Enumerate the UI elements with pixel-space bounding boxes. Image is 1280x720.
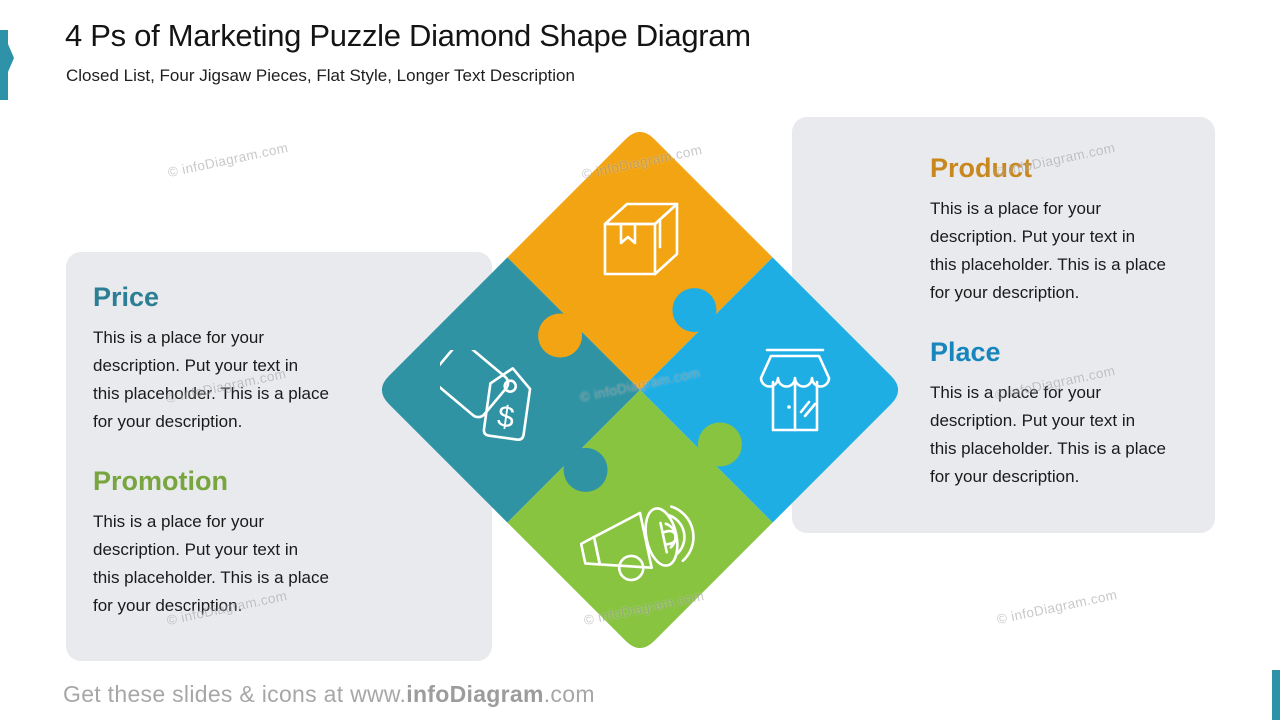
place-description: This is a place for your description. Pu… (930, 383, 1166, 487)
right-panel-content: Product This is a place for your descrip… (792, 117, 1215, 521)
accent-flag (0, 30, 14, 100)
puzzle-piece-place (640, 257, 899, 523)
product-description: This is a place for your description. Pu… (930, 199, 1166, 303)
promotion-heading: Promotion (93, 466, 228, 497)
right-description-panel: Product This is a place for your descrip… (792, 117, 1215, 533)
place-heading: Place (930, 337, 1001, 368)
puzzle-piece-product (507, 131, 773, 390)
package-box-icon (603, 202, 679, 276)
footer-suffix: .com (543, 681, 595, 707)
page-title: 4 Ps of Marketing Puzzle Diamond Shape D… (65, 18, 751, 53)
price-heading: Price (93, 282, 160, 312)
puzzle-knob-place (672, 288, 718, 333)
puzzle-knob-price (562, 447, 608, 492)
puzzle-knob-promotion (697, 422, 742, 468)
puzzle-knob-product (538, 312, 583, 358)
footer-accent-bar (1272, 670, 1280, 720)
price-description: This is a place for your description. Pu… (93, 328, 329, 432)
megaphone-icon (580, 505, 695, 582)
left-panel-content: Price This is a place for your descripti… (66, 252, 492, 650)
price-tags-icon: $ (440, 350, 532, 441)
footer-credit: Get these slides & icons at www.infoDiag… (63, 681, 595, 708)
left-description-panel: Price This is a place for your descripti… (66, 252, 492, 661)
footer-prefix: Get these slides & icons at www. (63, 681, 407, 707)
storefront-icon (759, 348, 831, 432)
accent-bar (0, 30, 8, 100)
footer-brand: infoDiagram (406, 681, 544, 707)
watermark: © infoDiagram.com (166, 139, 290, 181)
page-subtitle: Closed List, Four Jigsaw Pieces, Flat St… (66, 66, 575, 85)
svg-text:$: $ (495, 400, 516, 435)
product-heading: Product (930, 153, 1033, 183)
accent-chevron-icon (8, 44, 14, 72)
puzzle-piece-price (381, 257, 640, 523)
promotion-description: This is a place for your description. Pu… (93, 512, 329, 616)
watermark: © infoDiagram.com (995, 586, 1119, 628)
